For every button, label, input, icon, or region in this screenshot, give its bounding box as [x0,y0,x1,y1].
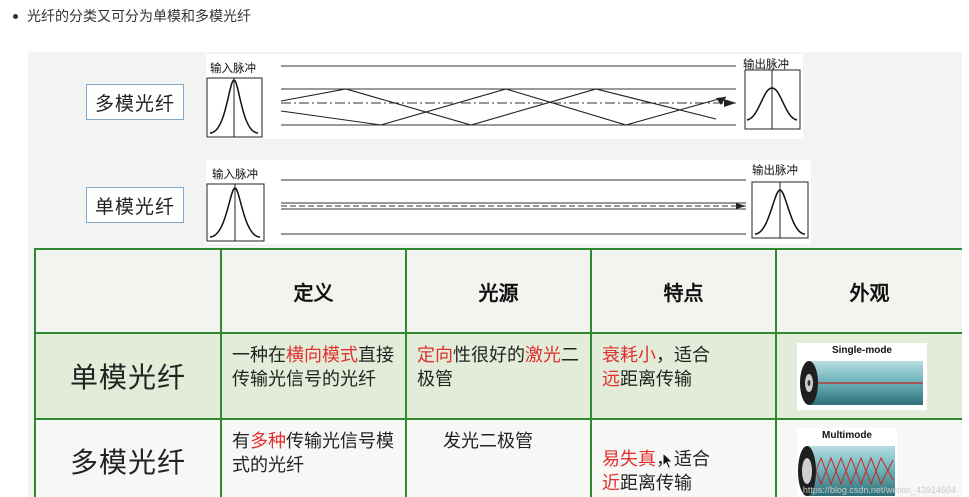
row-multimode-name: 多模光纤 [36,420,222,497]
bullet-dot [13,13,18,19]
intro-text: 光纤的分类又可分为单模和多模光纤 [27,9,251,25]
text-span: 二极管 [417,345,579,390]
multimode-features: 易失真，适合近距离传输 [592,420,777,497]
text-span: 直接传输光信号的光纤 [232,345,394,390]
multimode-definition: 有多种传输光信号模式的光纤 [222,420,407,497]
singlemode-fiber-image: Single-mode [797,343,927,410]
singlemode-image-caption: Single-mode [831,345,892,356]
singlemode-features: 衰耗小，适合远距离传输 [592,334,777,420]
multimode-appearance-cell: Multimode [777,420,962,497]
singlemode-label: 单模光纤 [86,187,184,223]
header-definition: 定义 [222,250,407,334]
comparison-table: 定义 光源 特点 外观 单模光纤 一种在横向模式直接传输光信号的光纤 定向性很好… [34,248,962,497]
row-singlemode-name: 单模光纤 [36,334,222,420]
highlight-span: 定向 [417,345,453,366]
fiber-figure: 多模光纤 输入脉冲 输出脉冲 单模光纤 输入脉冲 输 [28,52,962,497]
header-light-source: 光源 [407,250,592,334]
header-empty-cell [36,250,222,334]
text-span: 距离传输 [620,473,692,494]
highlight-span: 远 [602,369,620,390]
mouse-cursor-icon [662,452,674,470]
multimode-svg [206,65,801,138]
multimode-output-caption: 输出脉冲 [743,57,789,71]
singlemode-input-caption: 输入脉冲 [212,167,258,181]
highlight-span: 衰耗小 [602,345,656,366]
intro-bullet: 光纤的分类又可分为单模和多模光纤 [13,6,251,26]
singlemode-arrow-icon [736,203,746,209]
text-span: 一种在 [232,345,286,366]
singlemode-output-caption: 输出脉冲 [752,163,798,177]
multimode-cable-icon [798,446,895,496]
multimode-input-caption: 输入脉冲 [210,61,256,75]
multimode-output-pulse [746,87,798,121]
text-span: 传输光信号模式的光纤 [232,431,394,476]
header-appearance: 外观 [777,250,962,334]
watermark: https://blog.csdn.net/weixin_43914604 [802,485,956,495]
singlemode-light-source: 定向性很好的激光二极管 [407,334,592,420]
text-span: 有 [232,431,250,452]
highlight-span: 易失真 [602,449,656,470]
singlemode-svg [206,179,809,242]
multimode-label: 多模光纤 [86,84,184,120]
singlemode-cable-icon [800,361,923,405]
multimode-image-caption: Multimode [822,430,872,441]
multimode-arrow-icon [724,99,736,107]
highlight-span: 多种 [250,431,286,452]
text-span: 发光二极管 [443,431,533,452]
text-span: ，适合 [656,345,710,366]
singlemode-output-pulse [754,189,806,235]
highlight-span: 横向模式 [286,345,358,366]
highlight-span: 近 [602,473,620,494]
multimode-diagram: 输入脉冲 输出脉冲 [206,54,803,139]
highlight-span: 激光 [525,345,561,366]
multimode-input-pulse [209,79,259,134]
header-features: 特点 [592,250,777,334]
multimode-fiber-image: Multimode [797,428,897,497]
text-span: 性很好的 [453,345,525,366]
singlemode-definition: 一种在横向模式直接传输光信号的光纤 [222,334,407,420]
singlemode-input-pulse [209,187,261,238]
multimode-light-source: 发光二极管 [407,420,592,497]
singlemode-diagram: 输入脉冲 输出脉冲 [206,160,811,244]
singlemode-appearance-cell: Single-mode [777,334,962,420]
text-span: 距离传输 [620,369,692,390]
